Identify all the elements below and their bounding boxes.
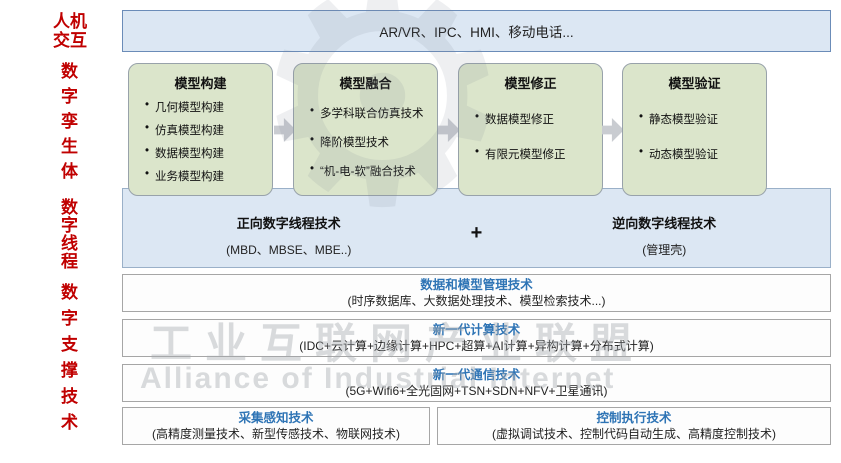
label-digital-support-tech: 数字支撑技术 [58, 283, 77, 439]
list-item: 降阶模型技术 [310, 134, 433, 150]
list-item: 业务模型构建 [145, 168, 268, 184]
model-box-title: 模型验证 [668, 76, 721, 91]
model-box-title: 模型修正 [504, 76, 557, 91]
model-box-construction: 模型构建 几何模型构建 仿真模型构建 数据模型构建 业务模型构建 [128, 63, 273, 196]
list-item: 动态模型验证 [639, 146, 762, 162]
list-item: 几何模型构建 [145, 99, 268, 115]
plus-sign: + [470, 222, 483, 244]
interaction-layer-text: AR/VR、IPC、HMI、移动电话... [379, 25, 574, 40]
label-digital-thread: 数字线程 [58, 198, 77, 270]
model-box-fusion: 模型融合 多学科联合仿真技术 降阶模型技术 “机-电-软”融合技术 [293, 63, 438, 196]
list-item: 数据模型修正 [475, 111, 598, 127]
list-item: 仿真模型构建 [145, 122, 268, 138]
box-control-execution: 控制执行技术 (虚拟调试技术、控制代码自动生成、高精度控制技术) [437, 407, 831, 445]
model-box-title: 模型融合 [339, 76, 392, 91]
bar-new-communication: 新一代通信技术 (5G+Wifi6+全光固网+TSN+SDN+NFV+卫星通讯) [122, 364, 831, 402]
model-box-title: 模型构建 [174, 76, 227, 91]
forward-thread-column: 正向数字线程技术 (MBD、MBSE、MBE..) [123, 189, 455, 267]
list-item: 数据模型构建 [145, 145, 268, 161]
right-arrow-icon [602, 118, 624, 142]
label-human-machine-interaction: 人机交互 [53, 12, 87, 50]
model-box-list: 数据模型修正 有限元模型修正 [459, 111, 602, 162]
bar-subtext: (5G+Wifi6+全光固网+TSN+SDN+NFV+卫星通讯) [345, 384, 608, 398]
box-collection-sensing: 采集感知技术 (高精度测量技术、新型传感技术、物联网技术) [122, 407, 430, 445]
bar-title: 新一代计算技术 [432, 323, 521, 337]
list-item: 多学科联合仿真技术 [310, 105, 433, 121]
model-box-list: 多学科联合仿真技术 降阶模型技术 “机-电-软”融合技术 [294, 105, 437, 179]
bar-subtext: (高精度测量技术、新型传感技术、物联网技术) [152, 427, 400, 441]
reverse-thread-sub: (管理壳) [642, 243, 687, 257]
digital-thread-panel: 正向数字线程技术 (MBD、MBSE、MBE..) + 逆向数字线程技术 (管理… [122, 188, 831, 268]
bar-title: 新一代通信技术 [432, 368, 521, 382]
bar-title: 数据和模型管理技术 [420, 278, 533, 292]
right-arrow-icon [438, 118, 460, 142]
label-digital-twin-body: 数字孪生体 [58, 62, 77, 187]
model-box-verification: 模型验证 静态模型验证 动态模型验证 [622, 63, 767, 196]
model-box-list: 几何模型构建 仿真模型构建 数据模型构建 业务模型构建 [129, 99, 272, 184]
bar-subtext: (虚拟调试技术、控制代码自动生成、高精度控制技术) [492, 427, 776, 441]
list-item: 静态模型验证 [639, 111, 762, 127]
reverse-thread-column: 逆向数字线程技术 (管理壳) [499, 189, 831, 267]
list-item: “机-电-软”融合技术 [310, 163, 433, 179]
bar-new-computing: 新一代计算技术 (IDC+云计算+边缘计算+HPC+超算+AI计算+异构计算+分… [122, 319, 831, 357]
bar-title: 控制执行技术 [596, 411, 672, 425]
bar-subtext: (时序数据库、大数据处理技术、模型检索技术...) [347, 294, 606, 308]
reverse-thread-title: 逆向数字线程技术 [612, 216, 717, 231]
forward-thread-title: 正向数字线程技术 [236, 216, 341, 231]
bar-data-model-management: 数据和模型管理技术 (时序数据库、大数据处理技术、模型检索技术...) [122, 274, 831, 312]
forward-thread-sub: (MBD、MBSE、MBE..) [226, 243, 352, 257]
model-box-list: 静态模型验证 动态模型验证 [623, 111, 766, 162]
bar-title: 采集感知技术 [238, 411, 314, 425]
bar-subtext: (IDC+云计算+边缘计算+HPC+超算+AI计算+异构计算+分布式计算) [299, 339, 654, 353]
list-item: 有限元模型修正 [475, 146, 598, 162]
model-box-correction: 模型修正 数据模型修正 有限元模型修正 [458, 63, 603, 196]
interaction-layer-bar: AR/VR、IPC、HMI、移动电话... [122, 10, 831, 52]
